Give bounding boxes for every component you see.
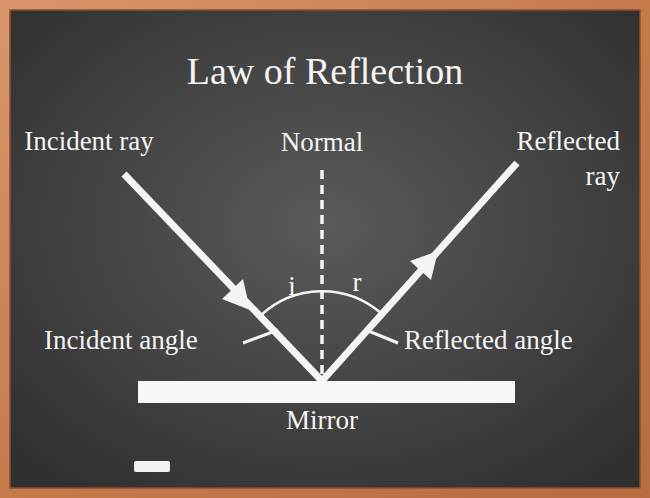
angle-label: Reflected angle — [404, 324, 624, 358]
reflected-arrowhead — [410, 251, 438, 280]
leader-line — [366, 330, 398, 343]
leader-line — [243, 330, 278, 343]
angle-label: Incident angle — [44, 324, 244, 358]
incident-arrowhead — [222, 279, 250, 310]
mirror-label: Mirror — [252, 404, 392, 438]
angle-arc — [260, 291, 382, 316]
normal-label: Normal — [252, 126, 392, 160]
board-title: Law of Reflection — [100, 48, 550, 96]
ray-label: Reflected ray — [478, 124, 620, 194]
slate-surface — [10, 10, 640, 488]
mirror-bar — [138, 381, 515, 403]
ray-label: Incident ray — [24, 124, 154, 159]
angle-symbol: r — [343, 266, 371, 300]
normal-line — [320, 170, 324, 380]
angle-symbol: i — [280, 270, 304, 304]
chalk-piece — [134, 461, 170, 472]
